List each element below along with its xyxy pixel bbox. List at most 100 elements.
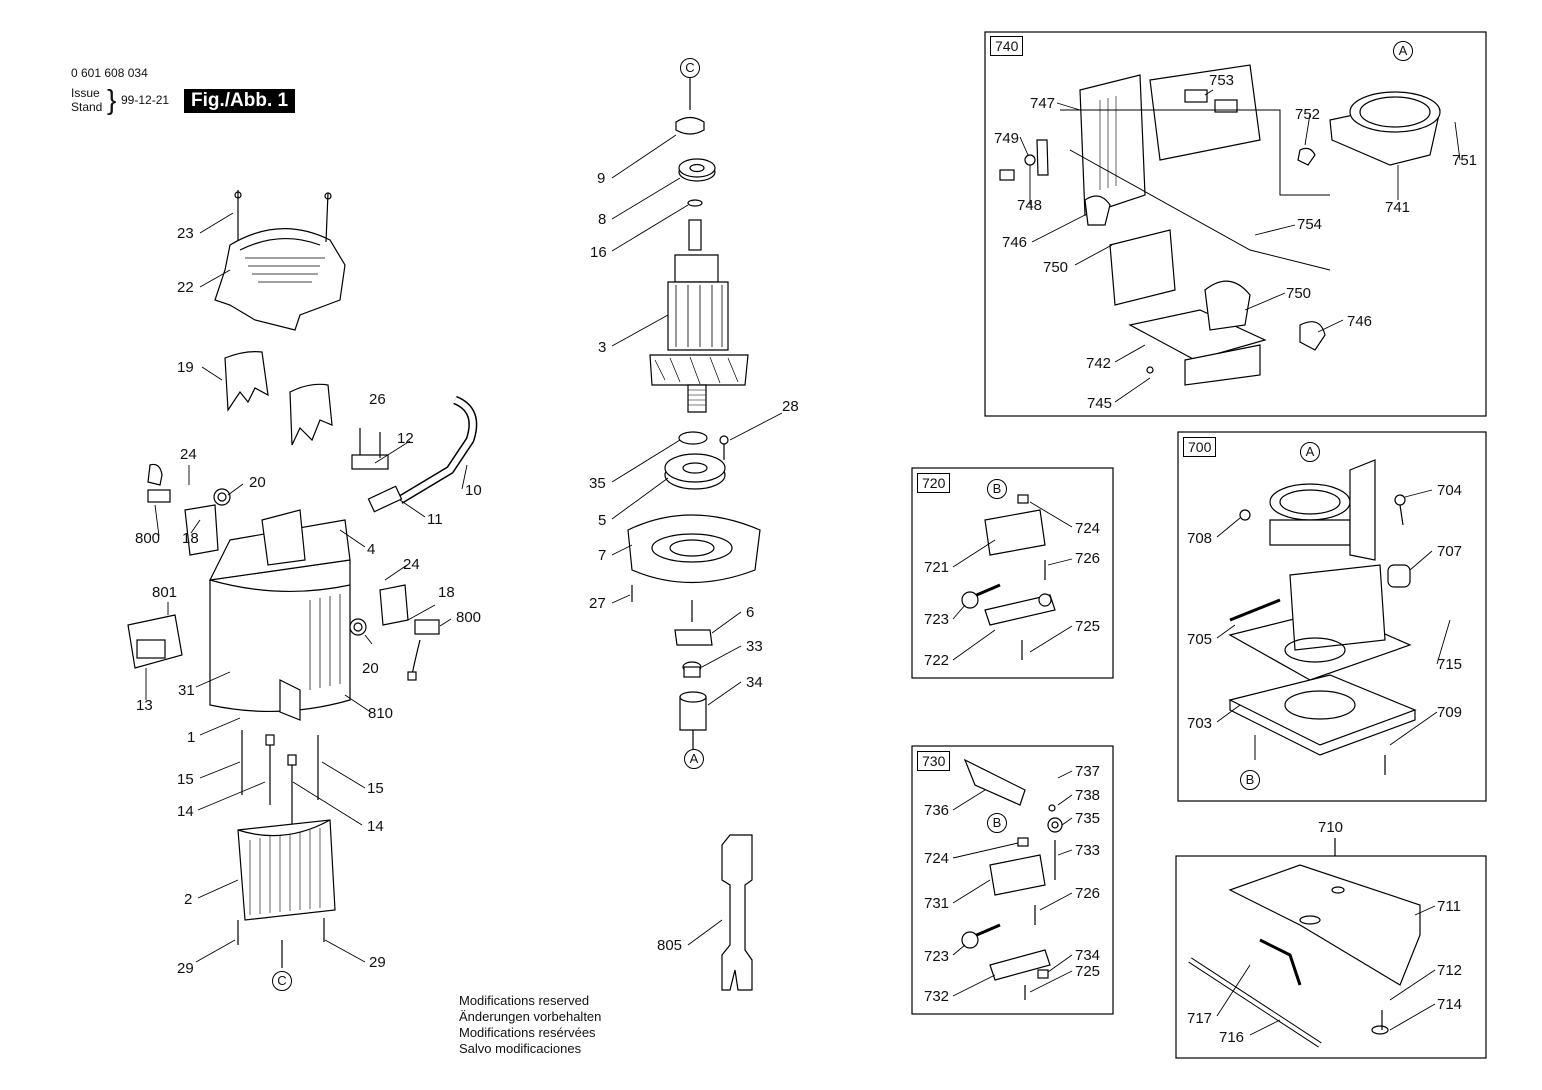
- part-18-a: 18: [182, 530, 199, 547]
- part-27: 27: [589, 595, 606, 612]
- part-5: 5: [598, 512, 607, 529]
- part-732: 732: [924, 988, 950, 1005]
- part-738: 738: [1075, 787, 1101, 804]
- part-753: 753: [1209, 72, 1235, 89]
- part-805: 805: [657, 937, 683, 954]
- part-6: 6: [746, 604, 755, 621]
- part-750-a: 750: [1043, 259, 1069, 276]
- ref-b-700: B: [1240, 770, 1260, 790]
- part-737: 737: [1075, 763, 1101, 780]
- part-801: 801: [152, 584, 178, 601]
- part-14-a: 14: [177, 803, 194, 820]
- part-number: 0 601 608 034: [71, 66, 148, 80]
- part-710: 710: [1318, 819, 1344, 836]
- part-749: 749: [994, 130, 1020, 147]
- part-746-a: 746: [1002, 234, 1028, 251]
- part-733: 733: [1075, 842, 1101, 859]
- part-751: 751: [1452, 152, 1478, 169]
- ref-c-top: C: [680, 58, 700, 78]
- part-705: 705: [1187, 631, 1213, 648]
- part-747: 747: [1030, 95, 1056, 112]
- part-24-a: 24: [180, 446, 197, 463]
- part-7: 7: [598, 547, 607, 564]
- part-35: 35: [589, 475, 606, 492]
- part-742: 742: [1086, 355, 1112, 372]
- part-709: 709: [1437, 704, 1463, 721]
- modifications-note: Modifications reserved Änderungen vorbeh…: [459, 993, 601, 1057]
- part-26: 26: [369, 391, 386, 408]
- part-22: 22: [177, 279, 194, 296]
- part-810: 810: [368, 705, 394, 722]
- part-12: 12: [397, 430, 414, 447]
- stand-label: Stand: [71, 100, 103, 114]
- modifications-line: Modifications resérvées: [459, 1025, 596, 1040]
- part-717: 717: [1187, 1010, 1213, 1027]
- part-725-b: 725: [1075, 963, 1101, 980]
- part-750-b: 750: [1286, 285, 1312, 302]
- part-10: 10: [465, 482, 482, 499]
- part-715: 715: [1437, 656, 1463, 673]
- part-746-b: 746: [1347, 313, 1373, 330]
- box-730: [911, 745, 1114, 1015]
- part-19: 19: [177, 359, 194, 376]
- part-29-b: 29: [369, 954, 386, 971]
- part-20-b: 20: [362, 660, 379, 677]
- part-8: 8: [598, 211, 607, 228]
- part-14-b: 14: [367, 818, 384, 835]
- ref-c-bottom: C: [272, 971, 292, 991]
- part-708: 708: [1187, 530, 1213, 547]
- part-735: 735: [1075, 810, 1101, 827]
- part-9: 9: [597, 170, 606, 187]
- part-754: 754: [1297, 216, 1323, 233]
- issue-label: Issue: [71, 86, 100, 100]
- part-726-a: 726: [1075, 550, 1101, 567]
- part-741: 741: [1385, 199, 1411, 216]
- part-716: 716: [1219, 1029, 1245, 1046]
- ref-a-740: A: [1393, 41, 1413, 61]
- part-703: 703: [1187, 715, 1213, 732]
- part-2: 2: [184, 891, 193, 908]
- part-20-a: 20: [249, 474, 266, 491]
- figure-label: Fig./Abb. 1: [184, 89, 296, 113]
- part-1: 1: [187, 729, 196, 746]
- part-711: 711: [1437, 898, 1461, 915]
- part-712: 712: [1437, 962, 1463, 979]
- box-700: [1177, 431, 1487, 802]
- part-725-a: 725: [1075, 618, 1101, 635]
- part-736: 736: [924, 802, 950, 819]
- part-748: 748: [1017, 197, 1043, 214]
- part-707: 707: [1437, 543, 1463, 560]
- part-724-a: 724: [1075, 520, 1101, 537]
- part-11: 11: [427, 511, 443, 528]
- part-13: 13: [136, 697, 153, 714]
- part-723-a: 723: [924, 611, 950, 628]
- part-752: 752: [1295, 106, 1321, 123]
- part-734: 734: [1075, 947, 1101, 964]
- issue-date: 99-12-21: [121, 93, 170, 107]
- part-731: 731: [924, 895, 950, 912]
- part-704: 704: [1437, 482, 1463, 499]
- part-722: 722: [924, 652, 950, 669]
- box-720-label: 720: [917, 473, 951, 493]
- part-31: 31: [178, 682, 195, 699]
- part-23: 23: [177, 225, 194, 242]
- brace: }: [107, 84, 117, 115]
- ref-a-bottom: A: [684, 749, 704, 769]
- box-740: [984, 31, 1487, 417]
- ref-a-700: A: [1300, 442, 1320, 462]
- box-720: [911, 467, 1114, 679]
- part-745: 745: [1087, 395, 1113, 412]
- part-15-a: 15: [177, 771, 194, 788]
- ref-b-730: B: [987, 813, 1007, 833]
- box-730-label: 730: [917, 751, 951, 771]
- part-24-b: 24: [403, 556, 420, 573]
- modifications-line: Salvo modificaciones: [459, 1041, 582, 1056]
- part-800-a: 800: [135, 530, 161, 547]
- part-721: 721: [924, 559, 950, 576]
- modifications-line: Modifications reserved: [459, 993, 590, 1008]
- part-3: 3: [598, 339, 607, 356]
- box-700-label: 700: [1183, 437, 1217, 457]
- box-710: [1175, 855, 1487, 1059]
- part-16: 16: [590, 244, 607, 261]
